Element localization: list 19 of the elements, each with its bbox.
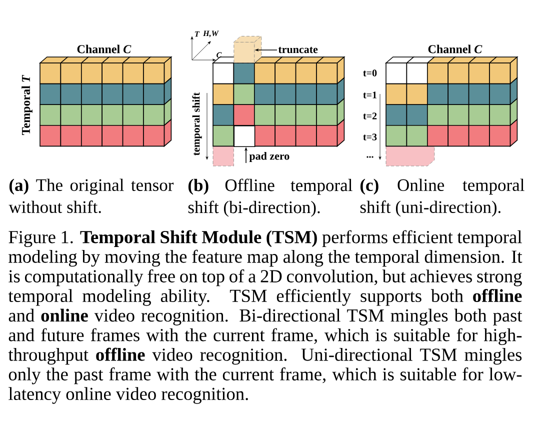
zero-cell xyxy=(234,125,256,147)
callout-label: truncate xyxy=(278,46,318,54)
subfigure-caption: (a) The original tensor without shift. xyxy=(8,178,174,214)
time-label: t=2 xyxy=(363,112,377,120)
time-label: t=3 xyxy=(363,134,377,140)
axis-label: temporal shift xyxy=(192,92,202,156)
axis-label: H,W xyxy=(203,30,219,38)
time-label: ... xyxy=(366,156,374,158)
axis-label: Channel C xyxy=(77,44,132,54)
subfigure-caption: (b) Offline temporal shift (bi-direction). xyxy=(188,178,352,217)
figure-caption: Figure 1. Temporal Shift Module (TSM) performs efficient temporal modeling by moving the feature map along the temporal dimension. It is computationally free on top of a 2D convolution, but achieves strong temporal modeling ability. TSM efficiently supports both offline and online video recognition. Bi-directional TSM mingles both past and future frames with the current frame, which is suitable for high-throughput offline video recognition. Uni-directional TSM mingles only the past frame with the current frame, which is suitable for low-latency online video recognition. xyxy=(8,230,522,404)
axis-label: T xyxy=(195,31,200,37)
subfigure-caption: (c) Online temporal shift (uni-direction). xyxy=(360,178,524,217)
truncated-cube xyxy=(234,36,262,64)
axis-label: Temporal T xyxy=(22,74,32,135)
axis-label: Channel C xyxy=(428,44,482,54)
callout-label: pad zero xyxy=(249,152,290,162)
time-label: t=1 xyxy=(363,92,376,98)
time-label: t=0 xyxy=(363,70,377,76)
